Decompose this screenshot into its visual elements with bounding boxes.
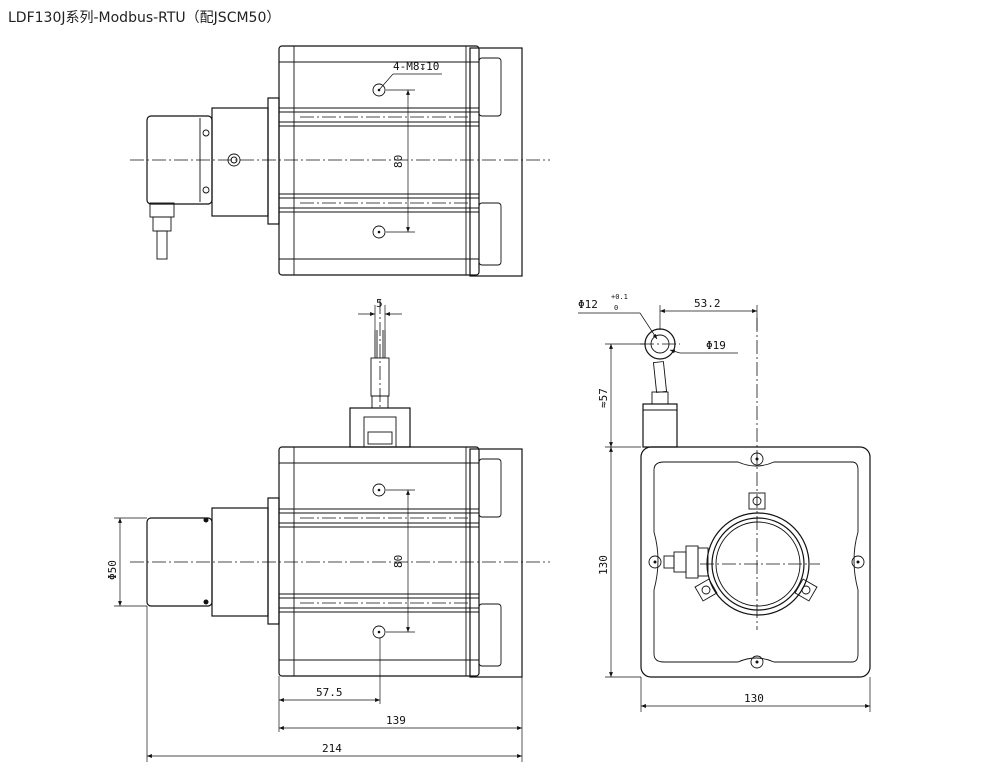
hole-diameter-label: Φ12 [578,298,598,311]
height-130-label: 130 [597,555,610,575]
side-view [578,305,871,712]
hole-spacing-top-label: 80 [392,155,405,168]
front-view [114,300,550,762]
dim-139-label: 139 [386,714,406,727]
hole-callout-label: 4-M8↧10 [393,60,439,73]
cable-width-label: 5 [376,297,383,310]
offset-53-label: 53.2 [694,297,721,310]
hole-tolerance-upper: +0.1 [611,293,628,301]
top-view [130,45,550,277]
approx-57-label: ≈57 [597,388,610,408]
encoder-diameter-label: Φ50 [106,560,119,580]
ring-diameter-label: Φ19 [706,339,726,352]
hole-tolerance-lower: 0 [614,304,618,312]
dim-57-5-label: 57.5 [316,686,343,699]
dim-214-label: 214 [322,742,342,755]
width-130-label: 130 [744,692,764,705]
page-title: LDF130J系列-Modbus-RTU（配JSCM50） [8,10,281,26]
hole-spacing-front-label: 80 [392,555,405,568]
